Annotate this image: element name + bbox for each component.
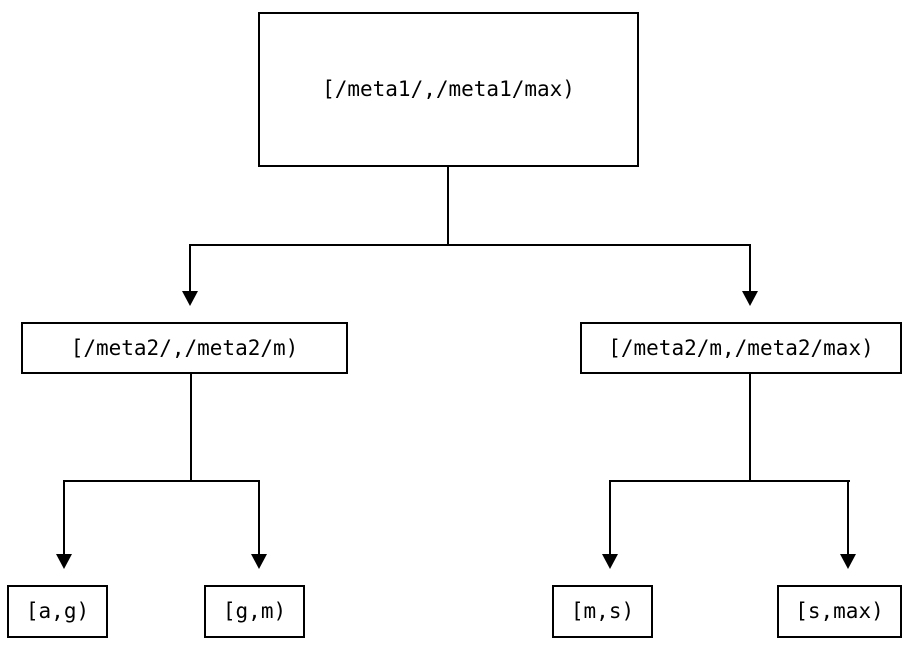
tree-node-root[interactable]: [/meta1/,/meta1/max) bbox=[258, 12, 639, 167]
arrowhead-l2-left-to-leaf-gm bbox=[251, 554, 267, 569]
arrowhead-root-to-l2-right bbox=[742, 291, 758, 306]
tree-node-meta2-lower-label: [/meta2/,/meta2/m) bbox=[70, 335, 299, 360]
tree-node-meta2-upper-label: [/meta2/m,/meta2/max) bbox=[608, 335, 874, 360]
tree-node-meta2-lower[interactable]: [/meta2/,/meta2/m) bbox=[21, 322, 348, 374]
tree-leaf-s-max[interactable]: [s,max) bbox=[777, 585, 902, 638]
arrowhead-root-to-l2-left bbox=[182, 291, 198, 306]
arrowhead-l2-right-to-leaf-ms bbox=[602, 554, 618, 569]
tree-leaf-g-m[interactable]: [g,m) bbox=[204, 585, 305, 638]
tree-leaf-m-s[interactable]: [m,s) bbox=[552, 585, 653, 638]
arrowhead-l2-left-to-leaf-ag bbox=[56, 554, 72, 569]
tree-leaf-m-s-label: [m,s) bbox=[570, 599, 635, 623]
arrowhead-l2-right-to-leaf-smax bbox=[840, 554, 856, 569]
tree-leaf-g-m-label: [g,m) bbox=[222, 599, 287, 623]
tree-leaf-a-g-label: [a,g) bbox=[25, 599, 90, 623]
tree-node-meta2-upper[interactable]: [/meta2/m,/meta2/max) bbox=[580, 322, 902, 374]
tree-leaf-a-g[interactable]: [a,g) bbox=[7, 585, 108, 638]
tree-leaf-s-max-label: [s,max) bbox=[795, 599, 884, 623]
tree-node-root-label: [/meta1/,/meta1/max) bbox=[322, 77, 575, 101]
